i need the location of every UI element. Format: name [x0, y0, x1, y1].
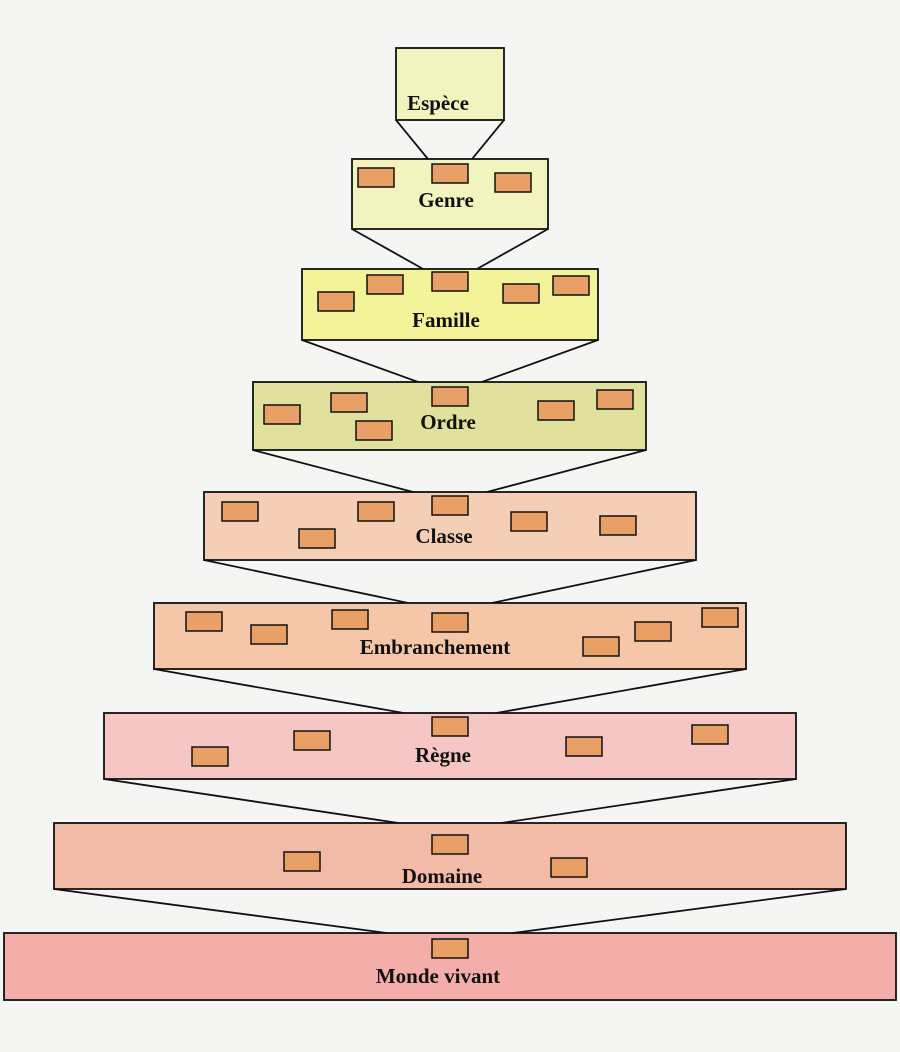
- level-3: Famille: [301, 268, 599, 341]
- sub-group-box: [502, 283, 540, 304]
- level-label: Embranchement: [360, 635, 511, 659]
- sub-group-box: [431, 271, 469, 292]
- sub-group-box: [355, 420, 393, 441]
- connector-line: [53, 888, 847, 940]
- level-6: Embranchement: [153, 602, 747, 670]
- sub-group-box: [357, 501, 395, 522]
- sub-group-box: [298, 528, 336, 549]
- sub-group-box: [599, 515, 637, 536]
- sub-group-box: [283, 851, 321, 872]
- sub-group-box: [552, 275, 590, 296]
- connector-line: [301, 339, 599, 388]
- sub-group-box: [293, 730, 331, 751]
- level-2: Genre: [351, 158, 549, 230]
- sub-group-box: [357, 167, 395, 188]
- levels-layer: EspèceGenreFamilleOrdreClasseEmbrancheme…: [3, 47, 897, 1001]
- sub-group-box: [330, 392, 368, 413]
- sub-group-box: [250, 624, 288, 645]
- level-9: Monde vivant: [3, 932, 897, 1001]
- level-8: Domaine: [53, 822, 847, 890]
- sub-group-box: [565, 736, 603, 757]
- level-box: [53, 822, 847, 890]
- sub-group-box: [494, 172, 532, 193]
- sub-group-box: [185, 611, 223, 632]
- sub-group-box: [510, 511, 548, 532]
- sub-group-box: [221, 501, 259, 522]
- sub-group-box: [550, 857, 588, 878]
- sub-group-box: [431, 163, 469, 184]
- sub-group-box: [366, 274, 404, 295]
- sub-group-box: [537, 400, 575, 421]
- connector-line: [252, 449, 647, 498]
- connector-line: [395, 119, 505, 165]
- sub-group-box: [582, 636, 620, 657]
- sub-group-box: [691, 724, 729, 745]
- level-label: Monde vivant: [376, 964, 500, 988]
- sub-group-box: [431, 834, 469, 855]
- sub-group-box: [634, 621, 672, 642]
- sub-group-box: [331, 609, 369, 630]
- sub-group-box: [191, 746, 229, 767]
- level-label: Ordre: [420, 410, 476, 434]
- level-7: Règne: [103, 712, 797, 780]
- level-label: Famille: [412, 308, 480, 332]
- level-label: Domaine: [402, 864, 483, 888]
- level-label: Classe: [415, 524, 472, 548]
- connector-line: [153, 668, 747, 719]
- sub-group-box: [263, 404, 301, 425]
- connector-line: [103, 778, 797, 829]
- sub-group-box: [317, 291, 355, 312]
- level-box: [395, 47, 505, 121]
- connector-line: [203, 559, 697, 609]
- sub-group-box: [431, 716, 469, 737]
- level-5: Classe: [203, 491, 697, 561]
- level-4: Ordre: [252, 381, 647, 451]
- level-label: Genre: [418, 188, 474, 212]
- sub-group-box: [431, 612, 469, 633]
- level-box: [252, 381, 647, 451]
- sub-group-box: [431, 386, 469, 407]
- level-label: Règne: [415, 743, 471, 767]
- level-1: Espèce: [395, 47, 505, 121]
- sub-group-box: [431, 938, 469, 959]
- sub-group-box: [431, 495, 469, 516]
- level-label: Espèce: [407, 91, 469, 115]
- connector-line: [351, 228, 549, 275]
- sub-group-box: [701, 607, 739, 628]
- sub-group-box: [596, 389, 634, 410]
